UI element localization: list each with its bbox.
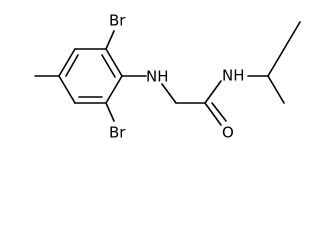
ring-bond-3-inner [65,54,79,77]
ring-bond-3 [58,48,76,77]
bromo-top-bond [105,30,115,50]
atom-labels: Br Br NH NH O [109,12,245,142]
ring-bond-4 [58,75,76,104]
bromo-bottom-bond [105,102,115,122]
carbonyl-bond-2 [211,102,227,122]
carbonyl-bond-1 [204,102,222,126]
chemical-structure-diagram: Br Br NH NH O [34,12,301,142]
sec-butyl-ethyl-bond-1 [267,48,285,77]
aniline-nh-label: NH [146,68,169,86]
bromine-bottom-label: Br [109,124,126,142]
sec-butyl-methyl-bond [267,75,285,104]
ring-bond-1 [105,48,123,77]
carbonyl-oxygen-label: O [222,124,234,142]
ring-bond-6 [105,75,123,104]
bromine-top-label: Br [109,12,126,30]
bonds [34,21,301,126]
nh-ch2-bond [161,83,177,104]
ring-bond-1-inner [101,54,116,78]
sec-butyl-ethyl-bond-2 [283,21,301,50]
carbonyl-nh-bond [204,80,222,104]
amide-nh-label: NH [222,67,245,85]
